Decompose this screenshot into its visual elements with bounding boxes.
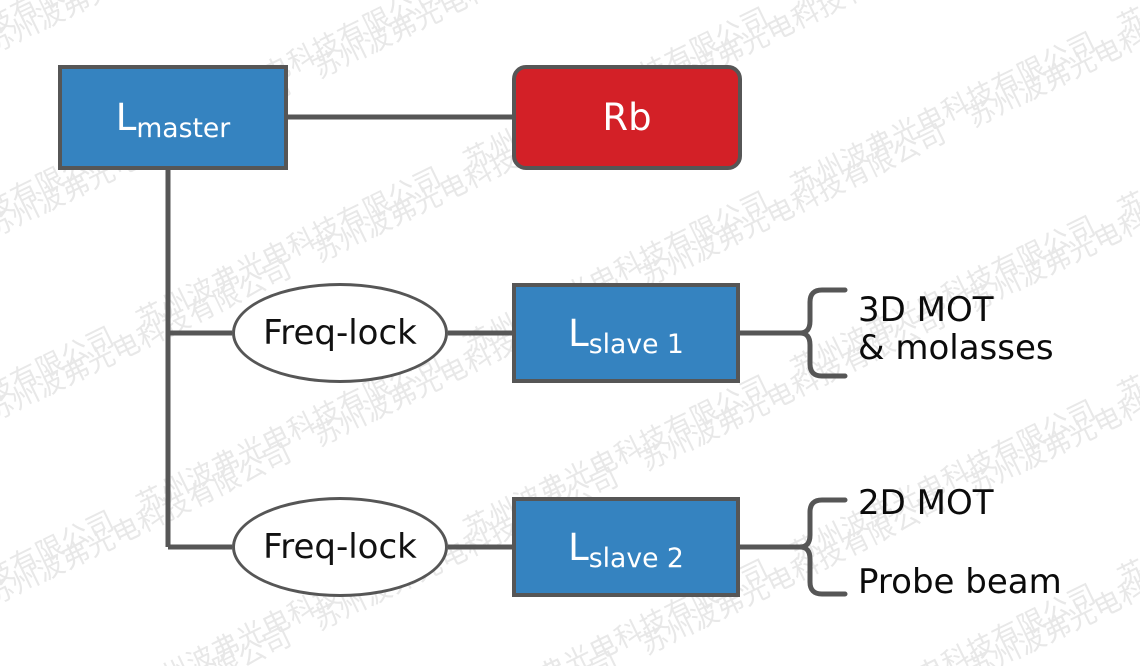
output-label-probe-beam: Probe beam	[858, 563, 1062, 601]
output-label-3d-mot: 3D MOT & molasses	[858, 291, 1054, 367]
output-label-2d-mot: 2D MOT	[858, 484, 994, 522]
output-line-3d-mot: 3D MOT	[858, 290, 994, 330]
output-line-probe-beam: Probe beam	[858, 562, 1062, 602]
node-slave-laser-1[interactable]: Lslave 1	[512, 283, 740, 383]
node-freq-lock-2[interactable]: Freq-lock	[232, 497, 448, 597]
node-master-laser[interactable]: Lmaster	[58, 65, 288, 170]
node-rb-cell[interactable]: Rb	[512, 65, 742, 170]
brace-slave1-outputs	[797, 287, 848, 379]
node-freq-lock-2-label: Freq-lock	[263, 527, 417, 567]
node-freq-lock-1[interactable]: Freq-lock	[232, 283, 448, 383]
node-freq-lock-1-label: Freq-lock	[263, 313, 417, 353]
node-rb-cell-label: Rb	[602, 96, 652, 139]
brace-slave2-outputs	[797, 497, 848, 597]
node-slave-laser-2-label: Lslave 2	[568, 525, 684, 574]
output-line-molasses: & molasses	[858, 328, 1054, 369]
node-slave-laser-1-label: Lslave 1	[568, 311, 684, 360]
node-slave-laser-2[interactable]: Lslave 2	[512, 497, 740, 597]
node-master-laser-label: Lmaster	[115, 96, 231, 145]
output-line-2d-mot: 2D MOT	[858, 483, 994, 523]
